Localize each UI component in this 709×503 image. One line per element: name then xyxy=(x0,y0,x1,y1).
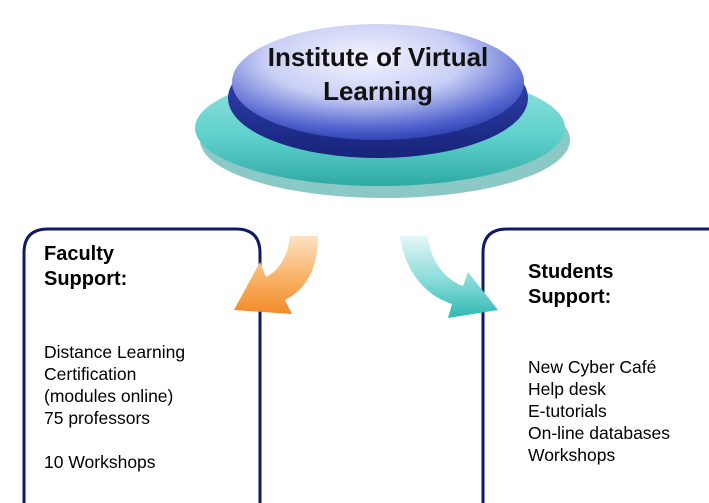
students-heading: Students Support: xyxy=(528,260,614,310)
hub-title-line-1: Institute of Virtual xyxy=(267,42,489,72)
students-arrow xyxy=(400,236,498,318)
hub-title: Institute of Virtual Learning xyxy=(228,40,528,108)
faculty-list: Distance Learning Certification (modules… xyxy=(44,341,185,473)
faculty-item: (modules online) xyxy=(44,386,174,406)
students-list: New Cyber Café Help desk E-tutorials On-… xyxy=(528,356,670,466)
students-item: Workshops xyxy=(528,445,616,465)
students-item: New Cyber Café xyxy=(528,357,657,377)
hub-title-line-2: Learning xyxy=(323,76,433,106)
students-item: E-tutorials xyxy=(528,401,607,421)
faculty-item: Certification xyxy=(44,364,137,384)
faculty-item: 75 professors xyxy=(44,408,151,428)
faculty-item: 10 Workshops xyxy=(44,452,156,472)
hub-platform xyxy=(195,24,570,198)
students-item: Help desk xyxy=(528,379,606,399)
faculty-heading: Faculty Support: xyxy=(44,242,127,292)
faculty-heading-line-1: Faculty xyxy=(44,243,115,265)
faculty-panel-frame xyxy=(22,227,262,503)
faculty-item-spacer xyxy=(44,429,185,451)
faculty-heading-line-2: Support: xyxy=(44,268,128,290)
faculty-item: Distance Learning xyxy=(44,342,186,362)
faculty-arrow xyxy=(234,236,318,314)
students-panel-frame xyxy=(481,227,709,503)
students-heading-line-2: Support: xyxy=(528,286,612,308)
students-item: On-line databases xyxy=(528,423,671,443)
students-heading-line-1: Students xyxy=(528,261,614,283)
hub-top xyxy=(232,24,524,140)
